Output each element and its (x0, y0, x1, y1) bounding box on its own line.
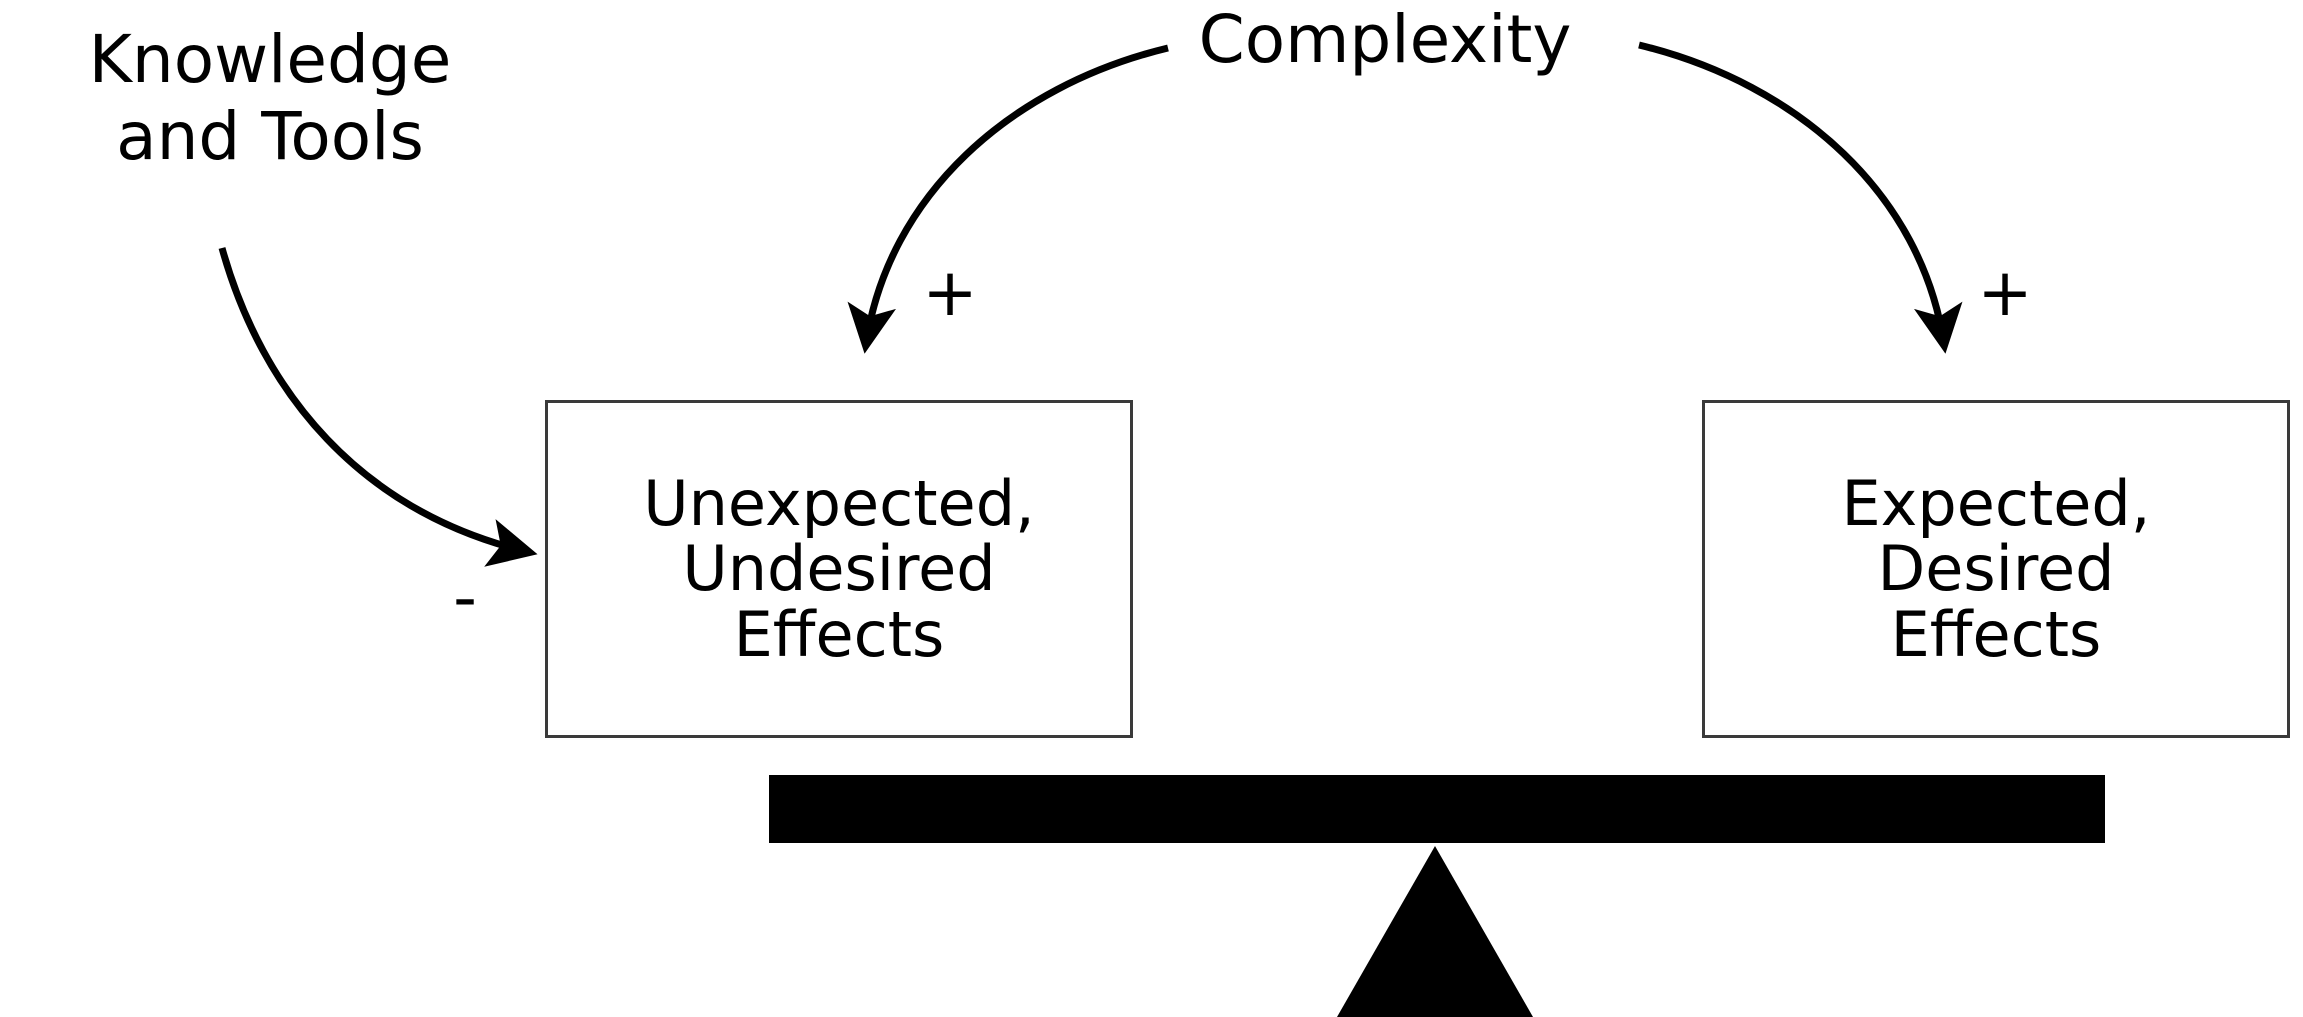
polarity-plus-left: + (922, 254, 978, 331)
complexity-label: Complexity (1198, 1, 1572, 78)
arrow-knowledge-to-unexpected (218, 247, 538, 567)
arrow-complexity-to-unexpected (847, 44, 1169, 354)
fulcrum-triangle (1337, 846, 1533, 1017)
arrow-complexity-to-expected (1638, 41, 1963, 354)
balance-beam (769, 775, 2105, 843)
box-expected-desired-effects[interactable]: Expected, Desired Effects (1702, 400, 2290, 738)
box-unexpected-undesired-effects[interactable]: Unexpected, Undesired Effects (545, 400, 1133, 738)
box-expected-label: Expected, Desired Effects (1841, 467, 2151, 671)
knowledge-and-tools-label: Knowledge and Tools (88, 21, 452, 175)
box-unexpected-label: Unexpected, Undesired Effects (643, 467, 1035, 671)
polarity-plus-right: + (1977, 254, 2033, 331)
polarity-minus-left: - (453, 559, 477, 636)
